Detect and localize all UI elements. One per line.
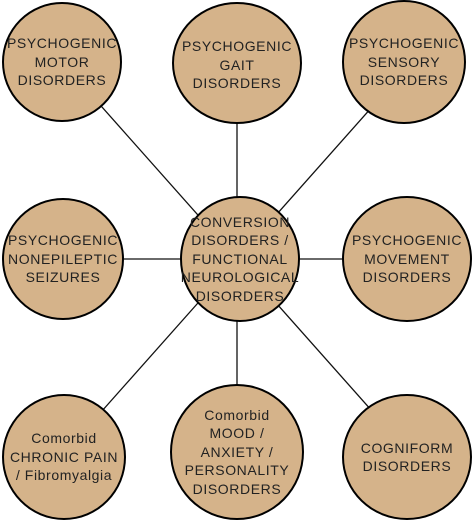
node-psychogenic-sensory-disorders: PSYCHOGENIC SENSORY DISORDERS — [342, 0, 466, 124]
node-psychogenic-motor-disorders: PSYCHOGENIC MOTOR DISORDERS — [2, 2, 122, 122]
node-psychogenic-movement-disorders: PSYCHOGENIC MOVEMENT DISORDERS — [342, 196, 472, 322]
node-psychogenic-nonepileptic-seizures: PSYCHOGENIC NONEPILEPTIC SEIZURES — [2, 198, 124, 320]
node-cogniform-disorders: COGNIFORM DISORDERS — [342, 394, 472, 520]
node-comorbid-chronic-pain-fibromyalgia: Comorbid CHRONIC PAIN / Fibromyalgia — [2, 394, 126, 520]
node-comorbid-mood-anxiety-personality: Comorbid MOOD / ANXIETY / PERSONALITY DI… — [170, 384, 304, 520]
node-psychogenic-gait-disorders: PSYCHOGENIC GAIT DISORDERS — [172, 2, 302, 124]
node-conversion-functional-neurological-disorders: CONVERSION DISORDERS / FUNCTIONAL NEUROL… — [180, 196, 300, 322]
